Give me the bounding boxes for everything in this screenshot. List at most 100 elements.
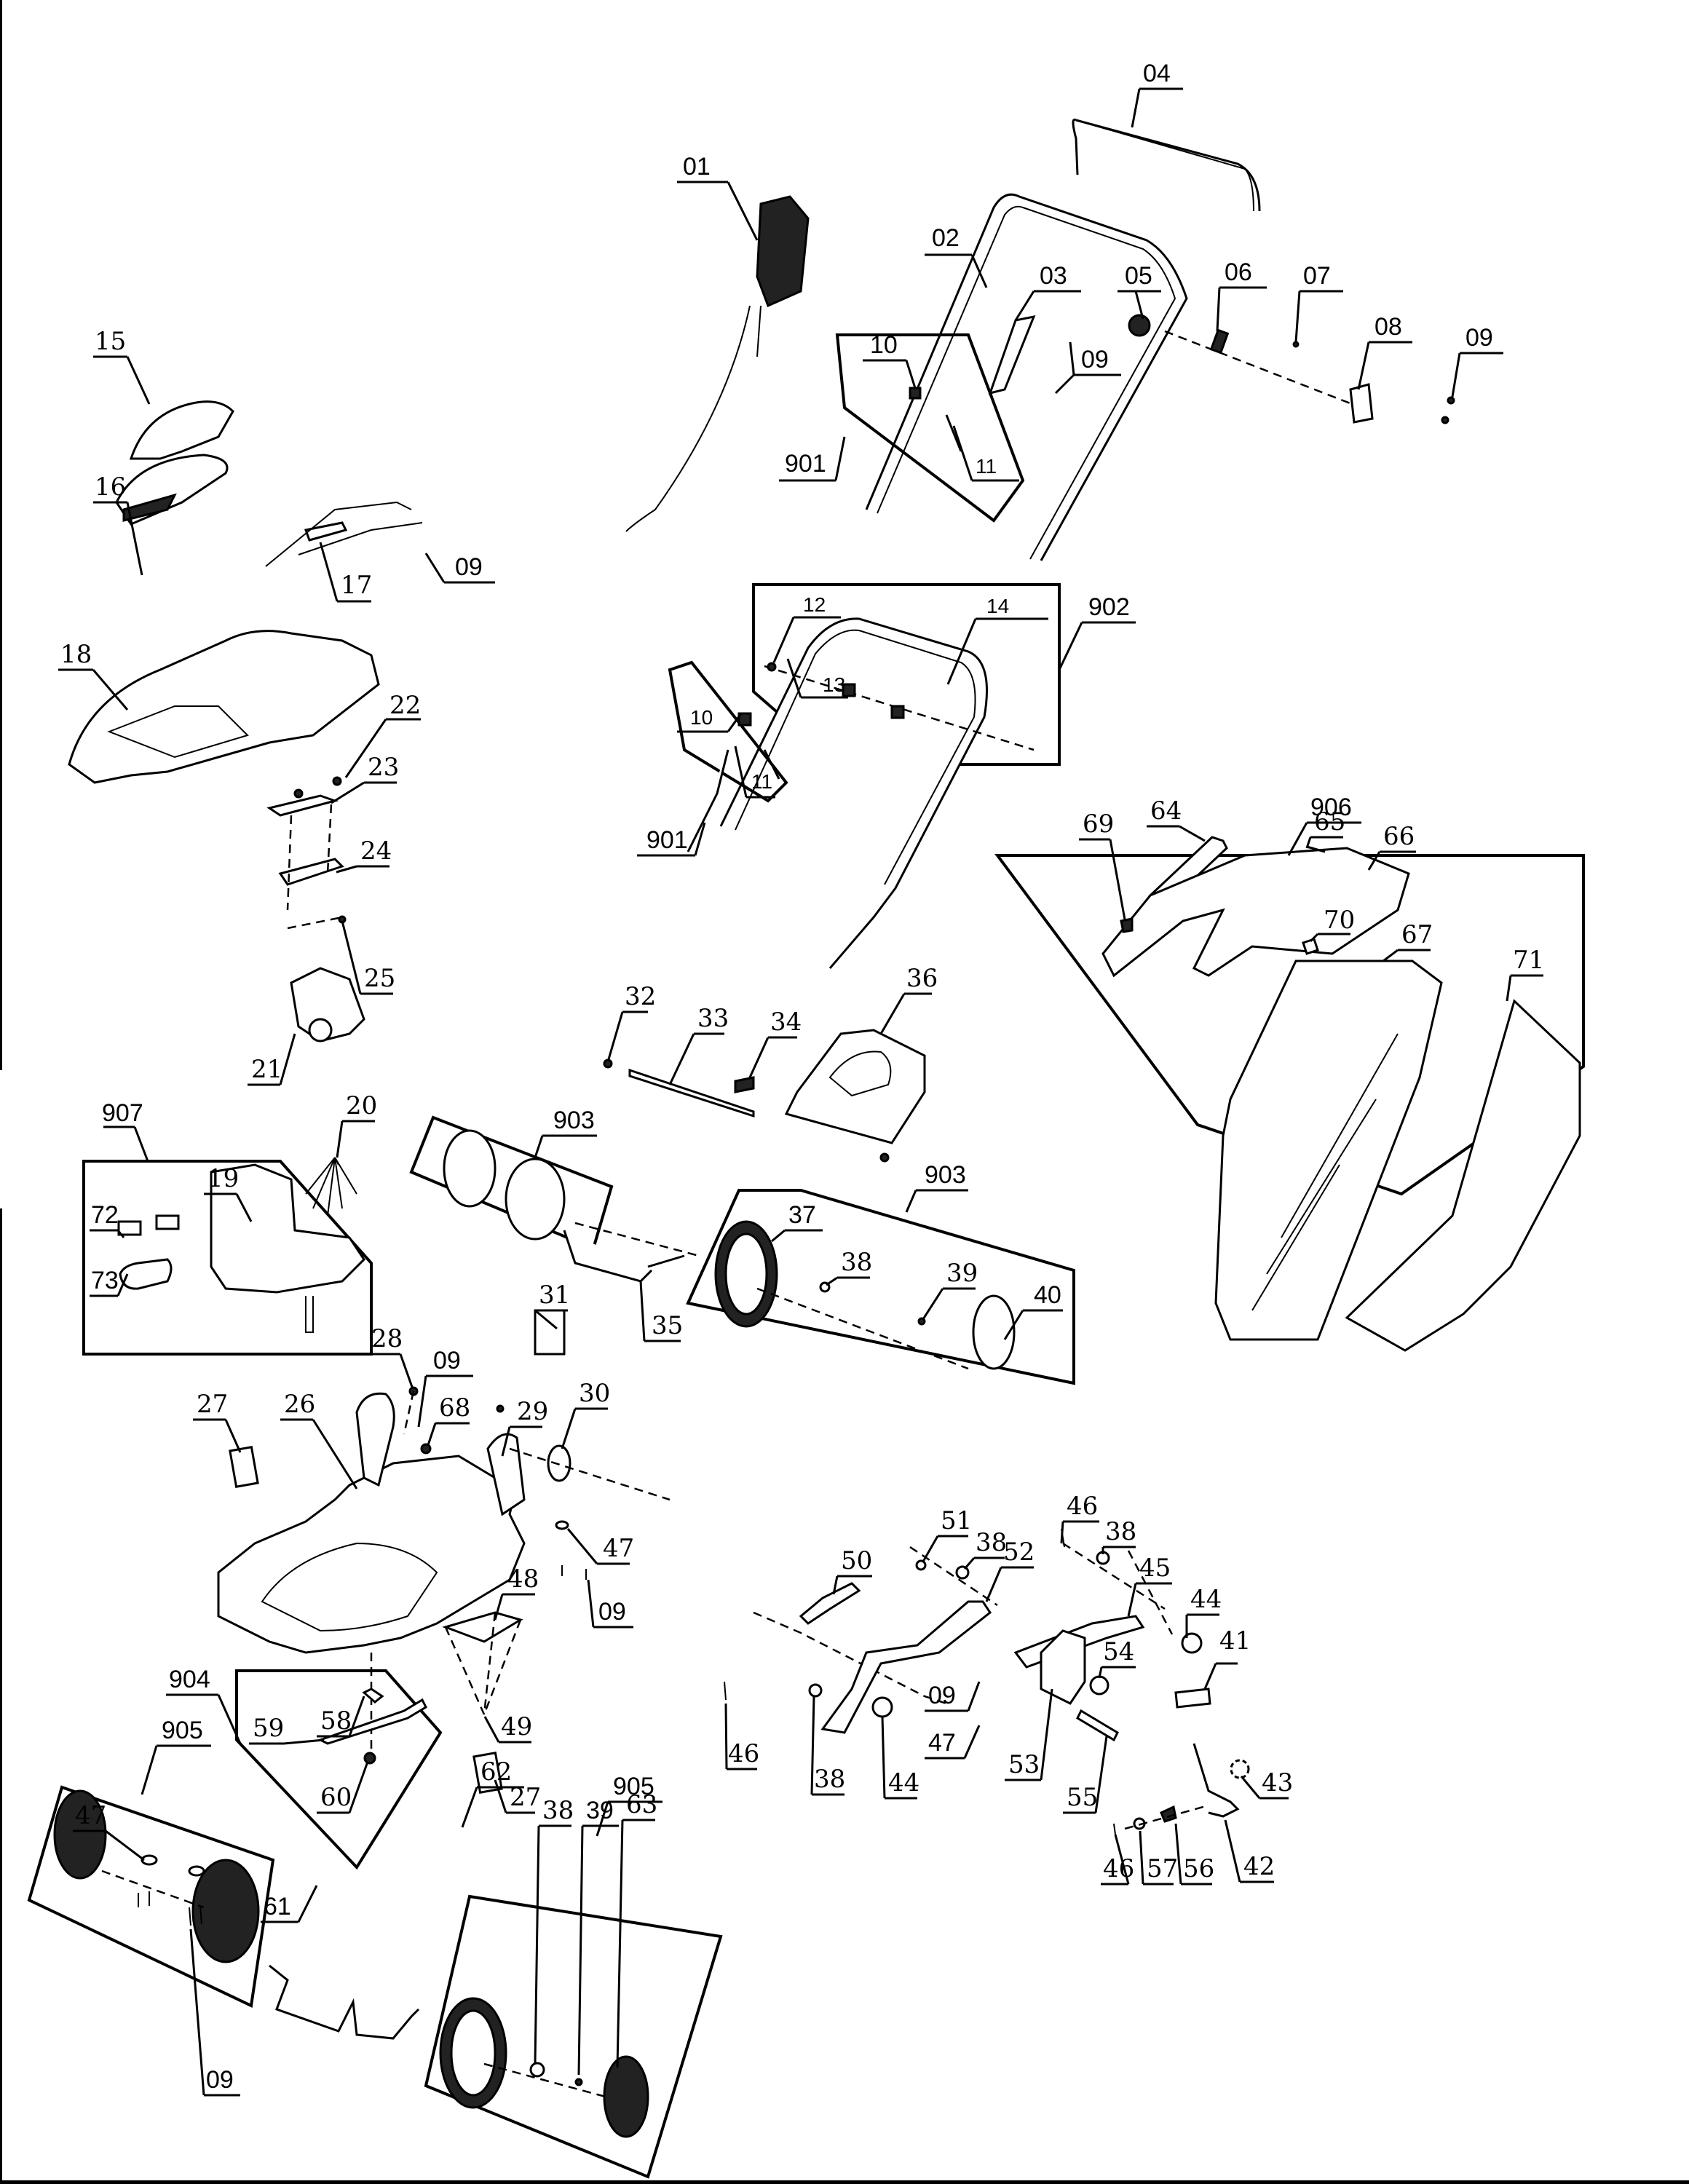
page-border-bottom xyxy=(0,2180,1689,2184)
part-front-wheel-cap-left xyxy=(53,1789,107,1880)
callout-16: 16 xyxy=(93,472,143,576)
part-07-pin xyxy=(1292,341,1300,348)
assembly-line-37 xyxy=(756,1287,969,1370)
part-55-axle xyxy=(1076,1709,1119,1742)
part-screw-housing xyxy=(293,788,304,799)
part-31-cover xyxy=(534,1309,566,1356)
callout-54: 54 xyxy=(1098,1637,1136,1679)
svg-text:68: 68 xyxy=(439,1393,470,1423)
svg-text:38: 38 xyxy=(1105,1517,1136,1546)
part-52-lever xyxy=(820,1600,992,1734)
part-30-wheel-cap xyxy=(547,1444,571,1482)
svg-text:09: 09 xyxy=(1081,346,1109,373)
part-34-spring xyxy=(734,1076,755,1093)
callout-09-handle-left: 09 xyxy=(1054,341,1121,395)
svg-text:46: 46 xyxy=(1067,1492,1098,1521)
callout-26: 26 xyxy=(280,1390,358,1489)
callout-70: 70 xyxy=(1309,906,1355,943)
callout-47-lever: 47 xyxy=(925,1725,981,1760)
part-wheel-cap-upper xyxy=(443,1129,497,1208)
callout-45: 45 xyxy=(1127,1554,1172,1617)
callout-02: 02 xyxy=(925,224,988,288)
svg-text:904: 904 xyxy=(169,1666,210,1693)
part-09-screw-b xyxy=(1441,416,1449,424)
svg-text:901: 901 xyxy=(646,826,688,854)
callout-29: 29 xyxy=(501,1397,548,1457)
callout-38-rear: 38 xyxy=(826,1248,872,1286)
part-06-bolt xyxy=(1209,328,1230,355)
svg-text:60: 60 xyxy=(320,1783,352,1812)
callout-06: 06 xyxy=(1216,258,1267,332)
callout-49: 49 xyxy=(483,1712,532,1744)
part-01-switch-box xyxy=(625,195,810,532)
callout-50: 50 xyxy=(832,1546,872,1595)
part-18-housing-cover xyxy=(68,630,380,784)
assembly-lines-levers xyxy=(909,1542,1174,1635)
assembly-line-28 xyxy=(403,1390,415,1435)
assembly-line-handle xyxy=(1164,330,1362,409)
part-front-wheel-left xyxy=(191,1859,260,1963)
svg-text:26: 26 xyxy=(284,1390,315,1419)
svg-text:05: 05 xyxy=(1125,262,1152,290)
part-27-weight-a xyxy=(229,1446,259,1488)
callout-07: 07 xyxy=(1294,262,1343,343)
svg-text:10: 10 xyxy=(690,706,713,729)
callout-55: 55 xyxy=(1063,1736,1108,1814)
svg-text:61: 61 xyxy=(264,1893,291,1920)
assembly-905-box-right xyxy=(424,1894,723,2179)
svg-text:19: 19 xyxy=(207,1164,239,1193)
callout-37: 37 xyxy=(771,1201,823,1243)
part-04-handle-bar xyxy=(1072,118,1261,212)
callout-09-cover: 09 xyxy=(424,553,495,584)
part-65-rod xyxy=(1306,845,1326,853)
assembly-901-box-top xyxy=(835,333,1025,523)
assembly-callout-901-lower: 901 xyxy=(637,822,706,857)
part-20-cable-ties xyxy=(305,1157,357,1216)
svg-text:09: 09 xyxy=(433,1347,461,1374)
part-44-rivet-a xyxy=(871,1696,893,1718)
svg-text:47: 47 xyxy=(75,1801,106,1830)
svg-text:21: 21 xyxy=(251,1055,282,1084)
svg-text:11: 11 xyxy=(751,770,772,793)
callout-09-handle-right: 09 xyxy=(1451,324,1503,397)
part-36-flap xyxy=(784,1029,926,1144)
part-51-pin xyxy=(915,1559,927,1571)
svg-text:34: 34 xyxy=(770,1008,802,1037)
callout-17: 17 xyxy=(319,542,372,603)
part-41-knob xyxy=(1174,1688,1211,1709)
callout-09-deck-bottom: 09 xyxy=(587,1579,633,1629)
svg-text:47: 47 xyxy=(603,1534,634,1563)
assembly-callout-904: 904 xyxy=(166,1666,242,1744)
svg-text:12: 12 xyxy=(803,593,826,616)
svg-text:41: 41 xyxy=(1219,1626,1251,1655)
svg-text:65: 65 xyxy=(1314,807,1345,836)
svg-text:33: 33 xyxy=(697,1004,729,1033)
callout-60: 60 xyxy=(317,1761,369,1814)
svg-text:50: 50 xyxy=(841,1546,872,1575)
assembly-line-30 xyxy=(509,1447,671,1501)
callout-57: 57 xyxy=(1139,1830,1178,1886)
svg-text:02: 02 xyxy=(932,224,960,252)
assembly-907-box xyxy=(82,1160,373,1356)
callout-66: 66 xyxy=(1367,822,1416,871)
svg-text:901: 901 xyxy=(785,450,826,478)
svg-text:27: 27 xyxy=(197,1390,228,1419)
part-47-washer-front-a xyxy=(141,1854,158,1866)
part-69-clip xyxy=(1120,917,1134,933)
svg-text:55: 55 xyxy=(1067,1783,1098,1812)
callout-13: 13 xyxy=(786,658,848,699)
callout-59: 59 xyxy=(249,1714,325,1745)
part-39-clip-rear xyxy=(917,1317,926,1326)
svg-text:59: 59 xyxy=(253,1714,284,1743)
svg-text:03: 03 xyxy=(1040,262,1067,290)
callout-09-lever: 09 xyxy=(925,1681,981,1712)
assembly-line-62 xyxy=(483,2062,620,2102)
svg-text:07: 07 xyxy=(1303,262,1331,290)
part-38-washer-c xyxy=(808,1683,823,1698)
part-24-pcb xyxy=(278,858,344,886)
svg-text:30: 30 xyxy=(579,1379,610,1408)
svg-text:04: 04 xyxy=(1143,60,1171,87)
part-43-clip xyxy=(1230,1759,1250,1779)
svg-text:53: 53 xyxy=(1008,1750,1040,1779)
svg-text:28: 28 xyxy=(371,1324,403,1353)
